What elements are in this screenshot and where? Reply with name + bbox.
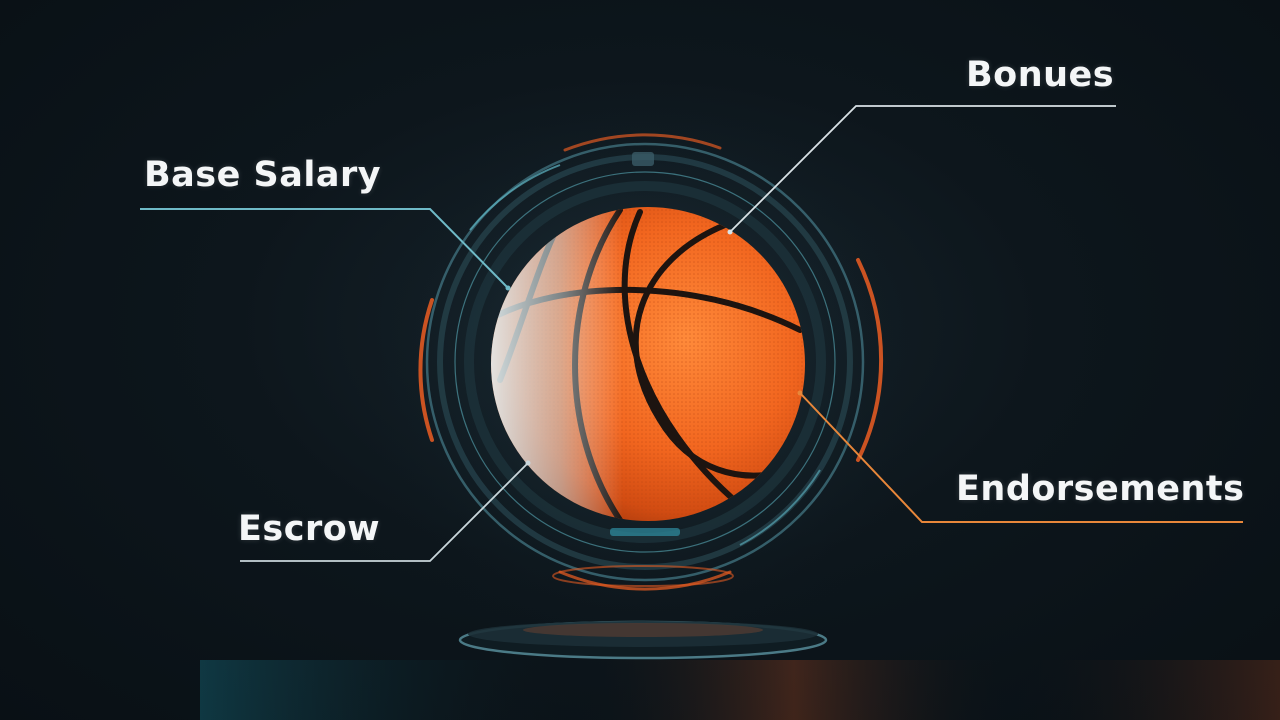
connector-dot-endorsements [797, 390, 803, 396]
label-bonuses: Bonues [966, 55, 1115, 95]
basketball-icon [491, 207, 805, 521]
floor-reflection [200, 660, 1280, 720]
connector-dot-base-salary [505, 285, 511, 291]
leader-line-endorsements [799, 392, 1243, 523]
platform-base [458, 565, 828, 660]
connector-dot-bonuses [727, 229, 733, 235]
label-endorsements: Endorsements [956, 469, 1245, 509]
leader-line-escrow [240, 462, 529, 562]
connector-dot-escrow [525, 460, 531, 466]
leader-line-bonuses [729, 105, 1116, 233]
leader-line-base-salary [140, 208, 509, 289]
label-escrow: Escrow [238, 509, 381, 549]
label-base-salary: Base Salary [144, 155, 382, 195]
